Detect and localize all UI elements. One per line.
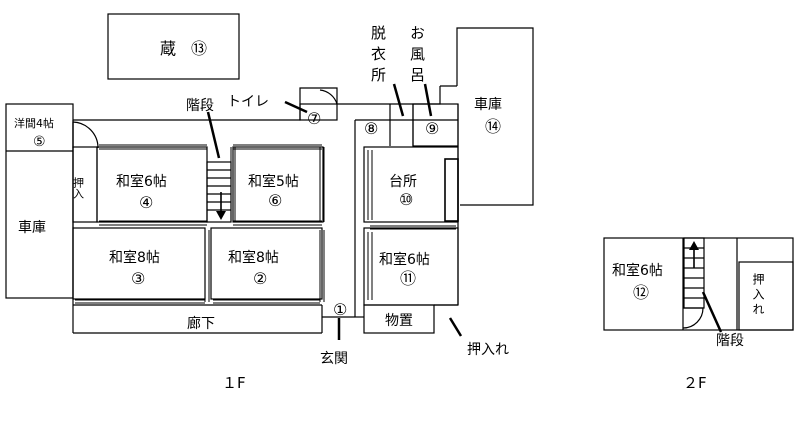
floor-1-plan [5,13,534,340]
closet-left [72,146,98,223]
label-storage: 物置 [385,313,413,329]
label-corridor: 廊下 [187,315,215,332]
callout-closet: 押入れ [467,342,509,358]
label-washitsu5: 和室5帖 [248,173,299,190]
door-arc-youma [72,121,99,149]
num-toilet: ⑦ [307,109,321,128]
label-washitsu6-right: 和室6帖 [379,251,430,268]
num-washitsu6: ④ [139,193,153,212]
label-youma: 洋間4帖 [14,116,54,130]
stairs-up-arrow [689,241,699,250]
label-closet-2f: 押入れ [751,273,765,318]
leader-stairs-2f [701,291,723,333]
leader-closet [448,317,463,337]
callout-entrance: 玄関 [320,350,348,367]
label-washitsu8-right: 和室8帖 [228,249,279,266]
leader-bath [423,83,433,117]
room-toilet [299,103,338,121]
num-kura: ⑬ [191,39,207,58]
room-kura [107,13,240,80]
label-washitsu8-left: 和室8帖 [109,249,160,266]
room-washitsu8-right [210,227,323,300]
stairs-down-arrow [216,211,226,220]
caption-2f: ２F [683,374,707,392]
closet-2f [738,261,794,331]
caption-1f: １F [222,374,246,392]
num-kitchen: ⑩ [399,190,413,209]
callout-toilet: トイレ [227,94,269,110]
num-bath: ⑨ [425,119,439,138]
kitchen-counter [444,158,459,222]
num-washitsu8-right: ② [253,269,267,288]
room-storage [363,304,435,334]
num-washitsu6-2f: ⑫ [633,283,649,302]
room-washitsu5 [232,146,324,223]
num-entrance: ① [333,300,347,319]
callout-bath: お風呂 [408,25,426,88]
stairs-1f [206,161,232,223]
num-washitsu5: ⑥ [268,191,282,210]
num-garage-right: ⑭ [485,117,501,136]
room-bath [412,103,459,147]
leader-dressing [392,83,405,117]
room-garage-right [456,27,534,206]
label-washitsu6-2f: 和室6帖 [612,262,663,279]
num-washitsu8-left: ③ [131,269,145,288]
callout-stairs-1f: 階段 [186,98,214,114]
num-youma: ⑤ [33,134,46,150]
label-kura: 蔵 [160,39,176,58]
num-washitsu6-right: ⑪ [400,269,416,288]
callout-stairs-2f: 階段 [716,333,744,349]
leader-stairs-1f [206,111,221,159]
label-garage-left: 車庫 [18,219,46,236]
label-closet-left: 押入 [72,176,85,199]
leader-toilet [284,100,308,114]
num-hall: ⑧ [364,119,378,138]
label-washitsu6: 和室6帖 [116,173,167,190]
callout-dressing: 脱衣所 [369,25,387,88]
label-garage-right: 車庫 [474,96,502,113]
floor-2-plan [603,237,794,333]
label-kitchen: 台所 [389,174,417,190]
